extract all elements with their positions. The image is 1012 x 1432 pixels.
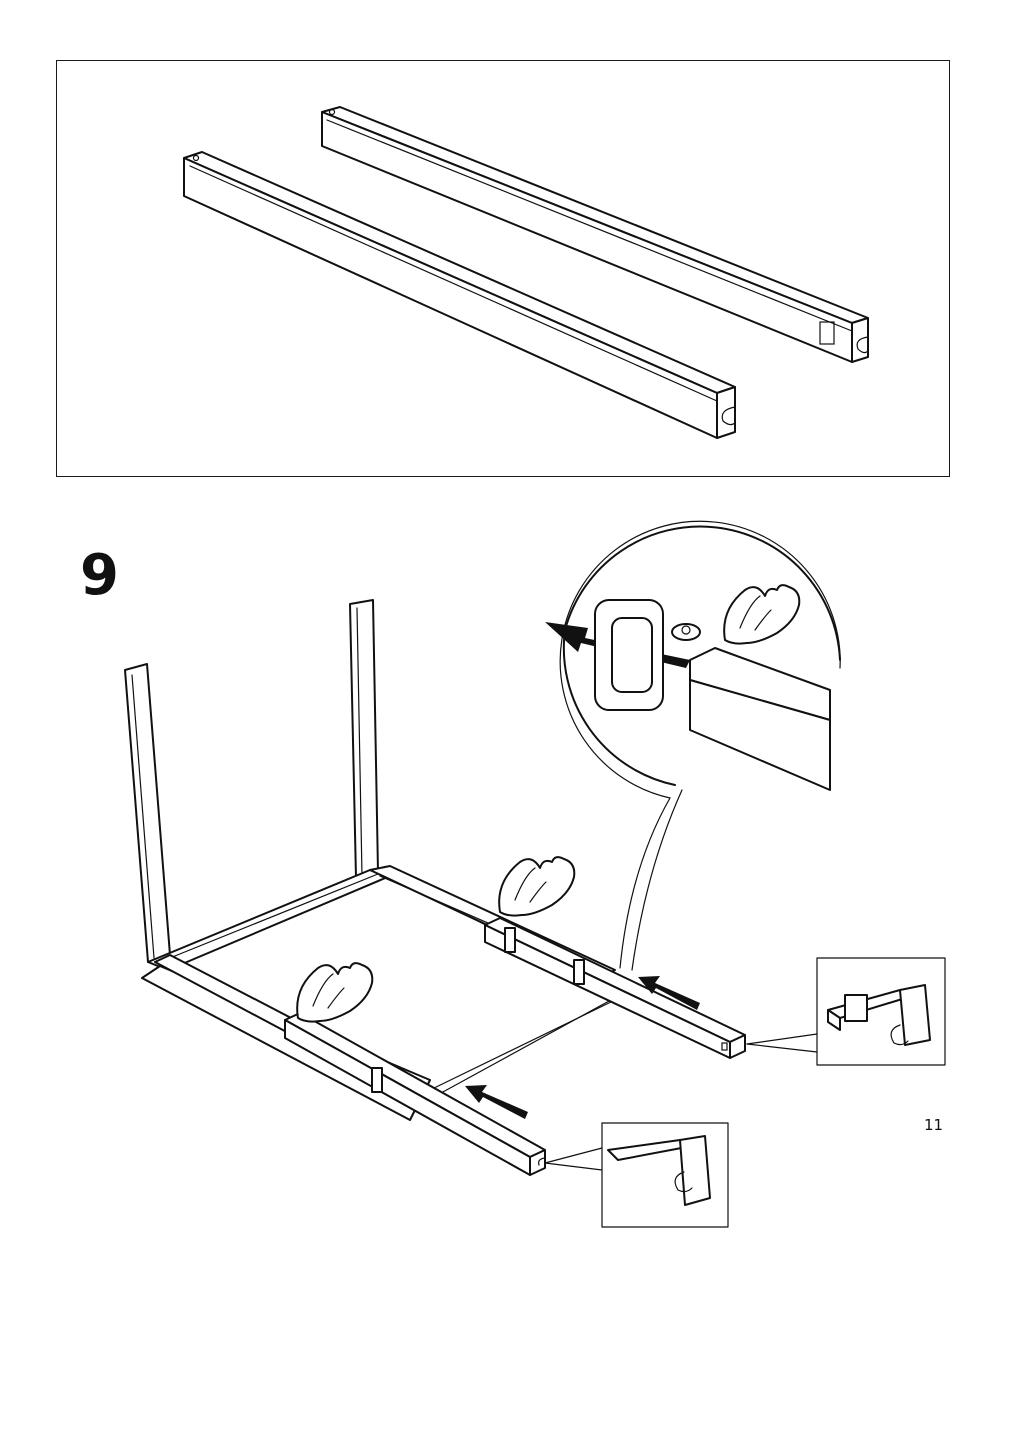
rail-parts-icon (183, 106, 869, 439)
pointing-hand-icon (296, 856, 576, 1023)
step-number: 9 (80, 543, 119, 608)
rail-front (183, 151, 736, 439)
zoom-detail-icon (559, 520, 841, 971)
frame-assembly-icon (124, 520, 946, 1228)
slide-detail-icon (544, 957, 946, 1228)
slide-rail-right (484, 917, 746, 1059)
leg-left (124, 663, 171, 963)
rail-back (321, 106, 869, 363)
slide-rail-left (284, 1012, 546, 1176)
parts-panel (56, 60, 950, 477)
page-number: 11 (924, 1116, 944, 1134)
leg-back (349, 599, 379, 879)
